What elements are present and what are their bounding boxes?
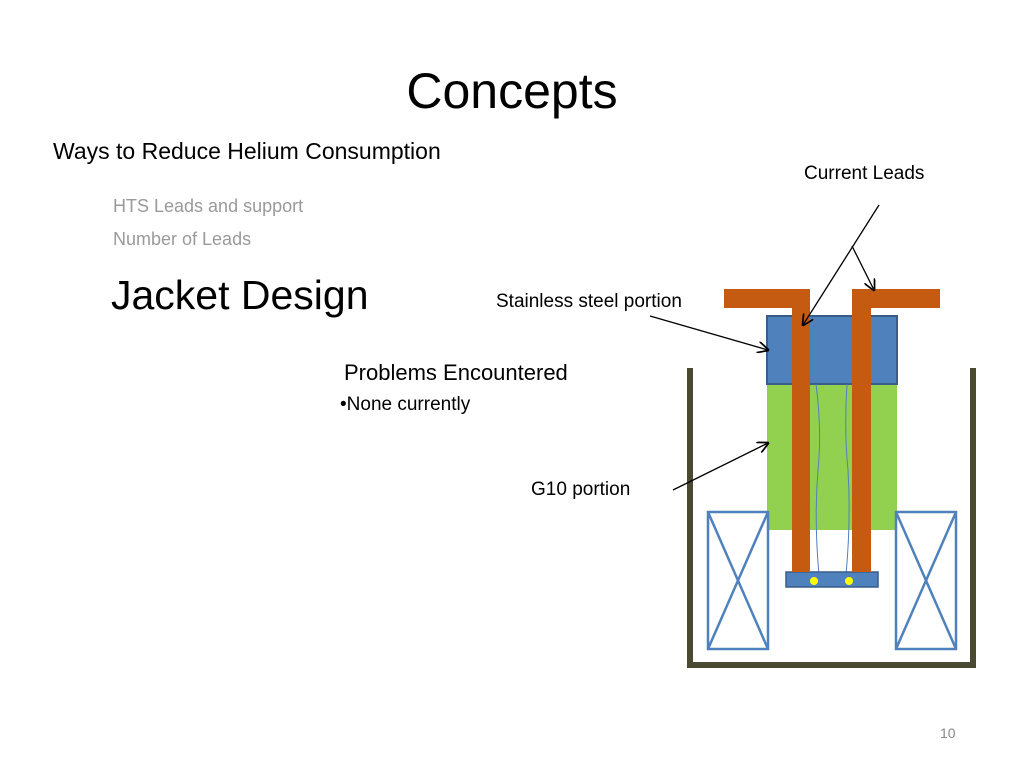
wire-right — [845, 383, 850, 576]
jacket-design-heading: Jacket Design — [111, 272, 369, 318]
coil-left — [706, 510, 770, 651]
wire-left — [815, 383, 821, 576]
page-number: 10 — [940, 725, 956, 741]
bullet-number-of-leads: Number of Leads — [113, 229, 252, 249]
label-current-leads: Current Leads — [804, 163, 925, 184]
current-lead-right — [852, 289, 940, 572]
arrow-g10 — [672, 443, 768, 491]
bullet-hts-leads: HTS Leads and support — [113, 196, 304, 216]
label-g10: G10 portion — [531, 479, 631, 500]
problems-heading: Problems Encountered — [344, 360, 568, 385]
arrow-current-leads-right — [851, 245, 874, 290]
arrow-stainless — [649, 315, 768, 350]
contact-dot-left — [810, 577, 818, 585]
bottom-plate — [785, 571, 879, 588]
g10-portion — [767, 384, 897, 530]
contact-dot-right — [845, 577, 853, 585]
slide-title: Concepts — [406, 63, 618, 119]
arrow-current-leads-left — [803, 204, 880, 325]
dewar-container — [687, 368, 976, 668]
problems-item: •None currently — [340, 394, 471, 415]
slide-subtitle: Ways to Reduce Helium Consumption — [53, 138, 441, 164]
label-stainless-steel: Stainless steel portion — [496, 291, 682, 312]
stainless-steel-portion — [766, 315, 898, 385]
coil-right — [894, 510, 958, 651]
